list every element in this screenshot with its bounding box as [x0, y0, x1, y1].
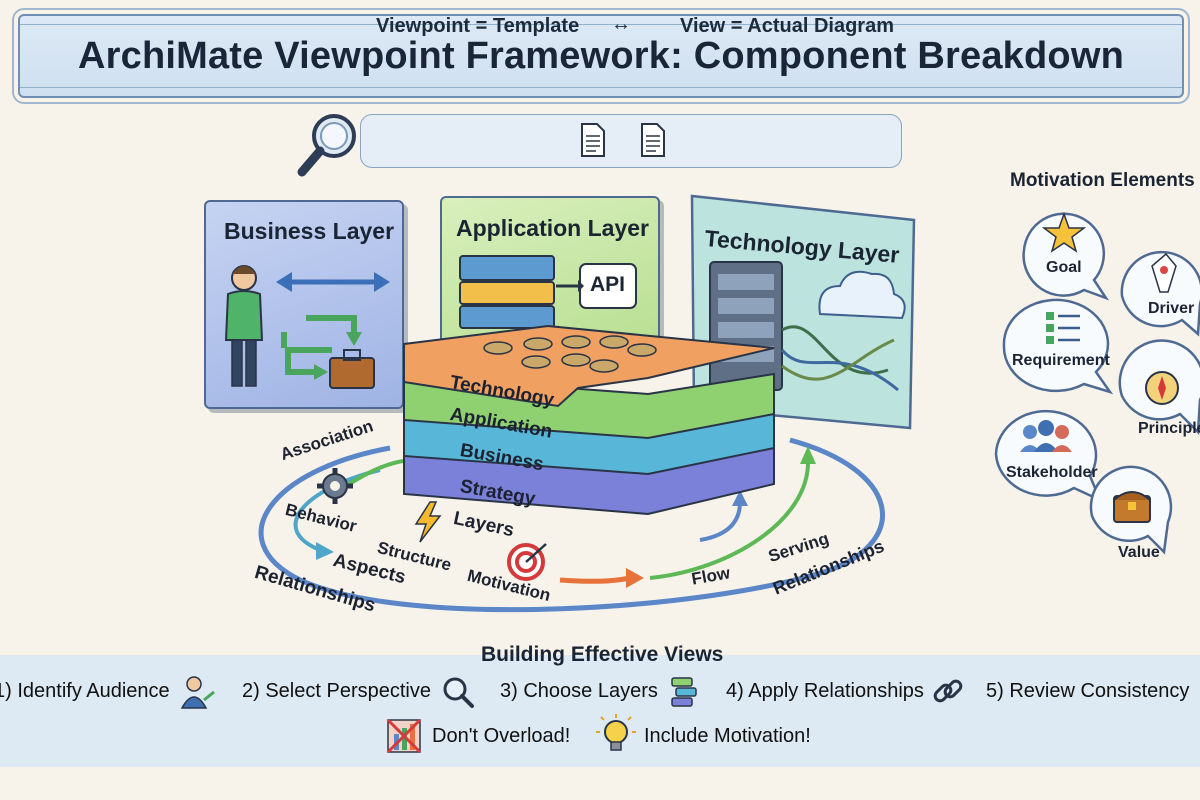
motivation-item-goal: Goal [1046, 259, 1082, 276]
audience-person-icon [180, 676, 215, 709]
step-select-perspective: 2) Select Perspective [242, 680, 431, 702]
target-icon [507, 543, 547, 581]
motivation-item-requirement: Requirement [1012, 352, 1110, 369]
document-icon [581, 123, 605, 157]
lightbulb-icon [596, 714, 636, 751]
lightning-icon [414, 501, 442, 543]
business-actor-icon [224, 265, 390, 389]
api-label: API [590, 273, 626, 296]
principle-compass-icon [1145, 371, 1179, 405]
legend-arrow: ↔ [611, 13, 631, 35]
application-server-stack-icon [459, 255, 637, 329]
tip-include-motivation: Include Motivation! [644, 725, 811, 747]
step-apply-relationships: 4) Apply Relationships [726, 680, 924, 702]
steps-heading: Building Effective Views [481, 643, 724, 666]
rocket-window [1160, 266, 1168, 274]
tip-dont-overload: Don't Overload! [432, 725, 571, 747]
step-review-consistency: 5) Review Consistency [986, 680, 1190, 702]
motivation-item-stakeholder: Stakeholder [1006, 464, 1098, 481]
motivation-item-driver: Driver [1148, 300, 1195, 317]
requirement-checklist-icon [1046, 312, 1080, 344]
legend-view: View = Actual Diagram [680, 15, 894, 37]
motivation-heading: Motivation Elements [1010, 170, 1195, 191]
motivation-bubbles [994, 211, 1200, 555]
chain-link-icon [933, 679, 963, 703]
magnifier-icon [297, 114, 356, 177]
document-icon [641, 123, 665, 157]
goal-star-icon [1041, 211, 1087, 253]
motivation-item-value: Value [1118, 544, 1160, 561]
legend-pill [360, 114, 902, 168]
page-title: ArchiMate Viewpoint Framework: Component… [77, 35, 1124, 77]
legend-viewpoint: Viewpoint = Template [376, 15, 580, 37]
search-icon [443, 677, 474, 708]
business-layer-title: Business Layer [224, 218, 395, 244]
no-overload-icon [386, 718, 422, 754]
value-treasure-chest-icon [1113, 491, 1151, 523]
layer-stack [403, 324, 775, 516]
step-choose-layers: 3) Choose Layers [500, 680, 658, 702]
application-layer-title: Application Layer [456, 215, 649, 241]
stakeholder-group-icon [1020, 420, 1072, 452]
layers-icon [671, 677, 697, 707]
steps-band [0, 655, 1200, 767]
title-banner: ArchiMate Viewpoint Framework: Component… [18, 14, 1184, 98]
gear-icon [317, 468, 353, 504]
step-identify-audience: 1) Identify Audience [0, 680, 170, 702]
motivation-item-principle: Principle [1138, 420, 1200, 437]
